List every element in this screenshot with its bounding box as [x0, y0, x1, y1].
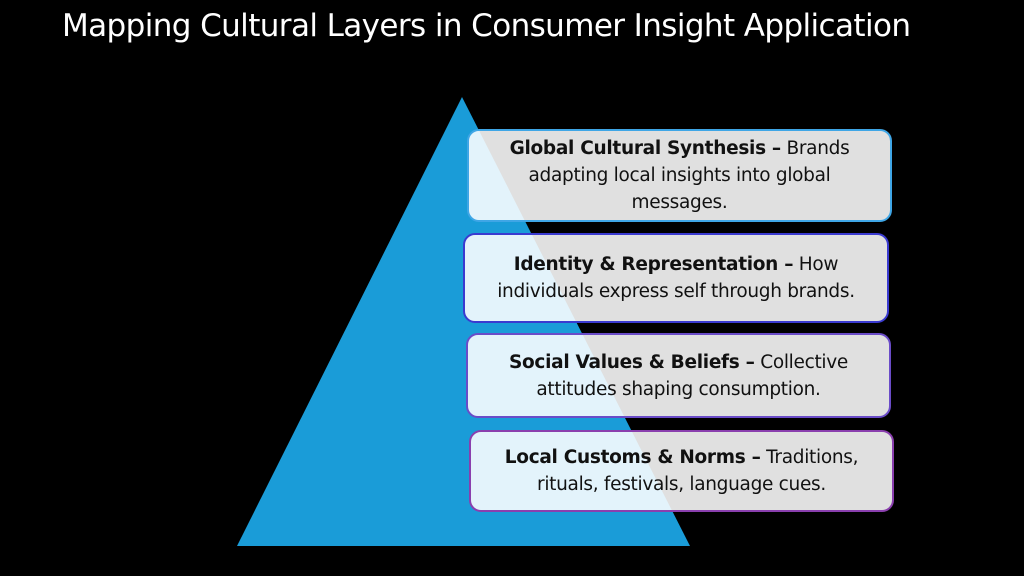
layer-box-social-values: Social Values & Beliefs – Collective att… [466, 333, 891, 418]
layer-heading: Local Customs & Norms – [504, 447, 761, 468]
layer-heading: Global Cultural Synthesis – [509, 138, 782, 159]
layer-box-global-synthesis: Global Cultural Synthesis – Brands adapt… [467, 129, 892, 222]
slide-title: Mapping Cultural Layers in Consumer Insi… [62, 8, 911, 44]
layer-heading: Social Values & Beliefs – [509, 351, 755, 373]
layer-box-identity: Identity & Representation – How individu… [463, 233, 889, 323]
layer-box-local-customs: Local Customs & Norms – Traditions, ritu… [469, 430, 894, 512]
layer-description: Collective attitudes shaping consumption… [536, 351, 848, 400]
layer-description: How individuals express self through bra… [497, 254, 855, 302]
layer-description: Brands adapting local insights into glob… [528, 138, 850, 213]
layer-heading: Identity & Representation – [513, 254, 794, 275]
layer-description: Traditions, rituals, festivals, language… [537, 447, 859, 495]
